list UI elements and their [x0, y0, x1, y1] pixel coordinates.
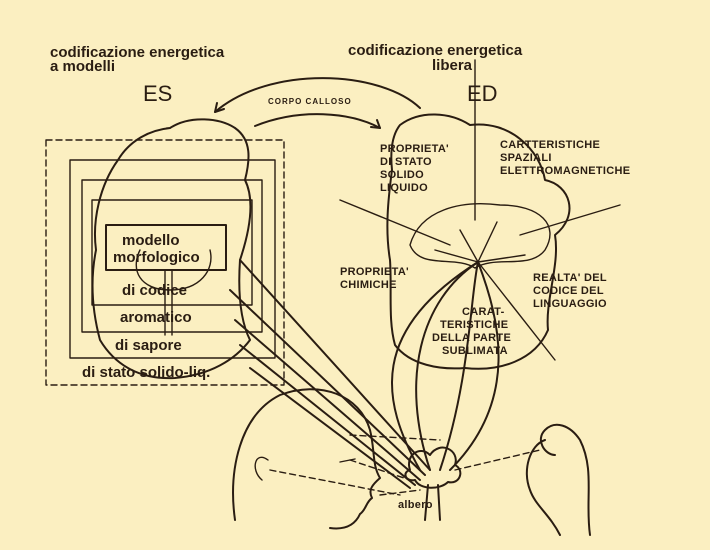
albero-label: albero — [398, 499, 433, 511]
sublimata-line2: TERISTICHE — [440, 319, 508, 331]
stato-line1: PROPRIETA' — [380, 143, 449, 155]
left-title-line2: a modelli — [50, 58, 115, 75]
linguaggio-line2: CODICE DEL — [533, 285, 604, 297]
tree-icon — [404, 446, 462, 521]
chimiche-line1: PROPRIETA' — [340, 266, 409, 278]
right-cerebellum — [409, 203, 551, 269]
layer-aromatico: aromatico — [120, 309, 192, 326]
sense-dashed-lines — [269, 434, 541, 496]
ear — [254, 456, 269, 481]
left-brain-fold — [135, 249, 212, 291]
left-title-line1: codificazione energetica — [50, 44, 225, 61]
sublimata-line4: SUBLIMATA — [442, 345, 508, 357]
layer-di-sapore: di sapore — [115, 337, 182, 354]
right-title-line2: libera — [432, 57, 473, 74]
layer-di-stato: di stato solido-liq. — [82, 364, 210, 381]
perception-arrows — [229, 259, 500, 489]
stato-line4: LIQUIDO — [380, 182, 428, 194]
stato-line3: SOLIDO — [380, 169, 424, 181]
right-title-line1: codificazione energetica — [348, 42, 523, 59]
layer-di-codice: di codice — [122, 282, 187, 299]
linguaggio-line3: LINGUAGGIO — [533, 298, 607, 310]
hand — [525, 423, 591, 536]
spaziali-line1: CARTTERISTICHE — [500, 139, 600, 151]
right-brain-outline — [386, 113, 571, 370]
layer-modello: modello — [122, 232, 180, 249]
corpo-calloso-arrows — [214, 77, 421, 129]
face-profile — [232, 388, 381, 530]
corpo-calloso-label: CORPO CALLOSO — [268, 97, 352, 106]
chimiche-line2: CHIMICHE — [340, 279, 397, 291]
ed-label: ED — [467, 81, 498, 106]
left-brain-outline — [91, 118, 252, 380]
spaziali-line2: SPAZIALI — [500, 152, 552, 164]
linguaggio-line1: REALTA' DEL — [533, 272, 607, 284]
sublimata-line1: CARAT- — [462, 306, 505, 318]
right-brain-rays — [339, 59, 621, 361]
stato-line2: DI STATO — [380, 156, 432, 168]
left-brain-stem — [164, 269, 173, 336]
layer-morfologico: morfologico — [113, 249, 200, 266]
sublimata-line3: DELLA PARTE — [432, 332, 511, 344]
spaziali-line3: ELETTROMAGNETICHE — [500, 165, 630, 177]
eye — [339, 458, 356, 463]
es-label: ES — [143, 81, 172, 106]
